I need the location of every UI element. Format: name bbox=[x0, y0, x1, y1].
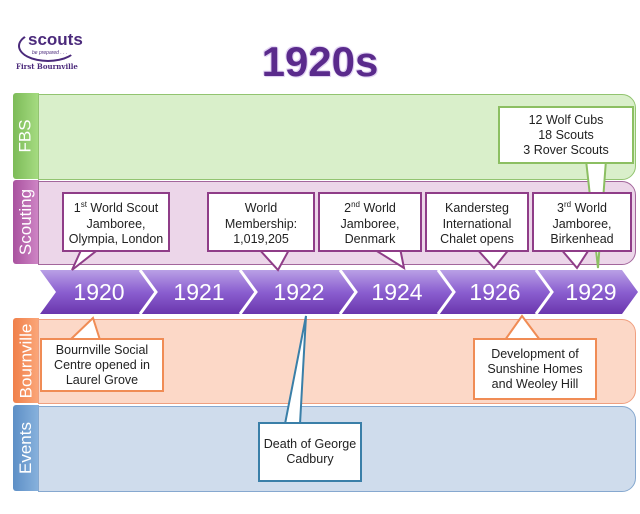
page-title: 1920s bbox=[261, 38, 379, 85]
logo-group: First Bournville bbox=[16, 62, 78, 71]
chevron-1929 bbox=[536, 270, 638, 314]
logo-tagline: be prepared . . . bbox=[32, 50, 68, 56]
lane-label-bournville: Bournville bbox=[13, 318, 39, 403]
logo-word: scouts bbox=[28, 30, 83, 49]
chevron-1926 bbox=[438, 270, 552, 314]
lane-label-events: Events bbox=[13, 405, 39, 491]
lane-label-scouting: Scouting bbox=[13, 180, 39, 264]
chevron-1922 bbox=[240, 270, 356, 314]
scouts-logo: scouts be prepared . . . First Bournvill… bbox=[14, 22, 84, 74]
chevron-1921 bbox=[140, 270, 256, 314]
chevron-1924 bbox=[340, 270, 454, 314]
chevron-1920 bbox=[40, 270, 156, 314]
lane-label-fbs: FBS bbox=[13, 93, 39, 179]
year-chevrons bbox=[40, 269, 638, 315]
logo-ring bbox=[18, 30, 78, 62]
